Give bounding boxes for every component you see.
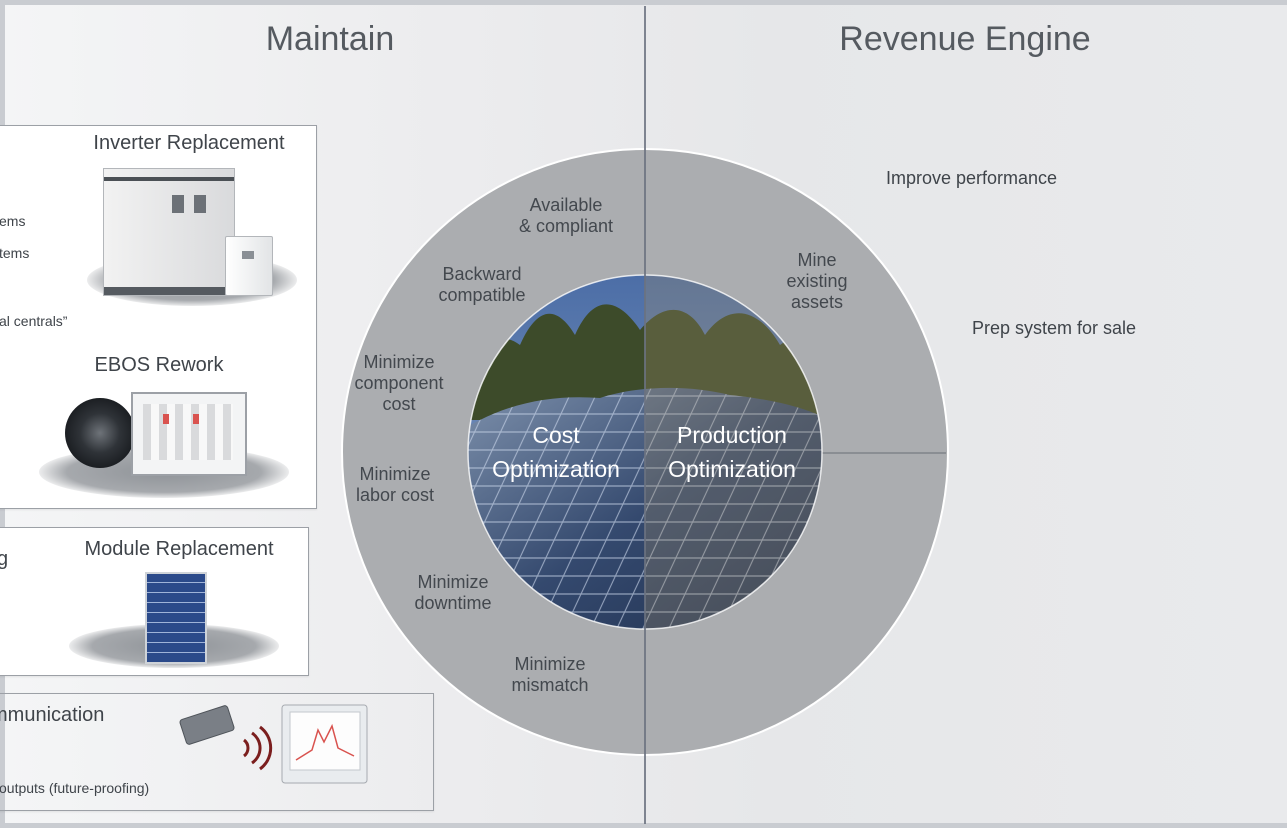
label-minimize-downtime: Minimize downtime <box>414 572 492 613</box>
core-cost-optimization: Cost Optimization <box>492 422 620 482</box>
core-production-optimization: Production Optimization <box>668 422 796 482</box>
label-available-compliant: Available & compliant <box>518 195 614 236</box>
floor-shadow-communication <box>215 754 419 798</box>
combiner-box-icon <box>131 392 247 476</box>
card-title-module-replacement: Module Replacement <box>84 538 274 560</box>
label-improve-performance: Improve performance <box>886 168 1058 188</box>
communication-note: outputs (future-proofing) <box>0 780 150 796</box>
label-minimize-labor-cost: Minimize labor cost <box>355 464 435 505</box>
heading-revenue-engine: Revenue Engine <box>839 20 1091 58</box>
module-card-fragment: g <box>0 548 9 570</box>
card-communication: mmunication outputs (future-proofing) <box>0 693 434 811</box>
card-module-replacement: Module Replacement g <box>0 527 309 676</box>
monitor-icon <box>281 704 368 784</box>
label-minimize-component-cost: Minimize component cost <box>354 352 444 414</box>
card-title-communication: mmunication <box>0 704 105 726</box>
card-title-inverter-replacement: Inverter Replacement <box>93 132 285 154</box>
label-prep-system-for-sale: Prep system for sale <box>972 318 1137 338</box>
inverter-note-1: ems <box>0 213 26 229</box>
label-minimize-mismatch: Minimize mismatch <box>511 654 589 695</box>
heading-maintain: Maintain <box>265 20 395 58</box>
signal-waves-icon <box>242 725 273 771</box>
card-inverter-ebos: Inverter Replacement ems tems al central… <box>0 125 317 509</box>
inverter-note-2: tems <box>0 245 30 261</box>
central-inverter-icon <box>103 168 235 296</box>
label-mine-existing-assets: Mine existing assets <box>786 250 848 312</box>
transmitter-icon <box>179 705 235 745</box>
frame-bottom <box>0 823 1287 828</box>
card-title-ebos-rework: EBOS Rework <box>94 354 224 376</box>
center-divider <box>644 6 646 824</box>
frame-top <box>0 0 1287 5</box>
cable-reel-icon <box>65 398 135 468</box>
string-inverter-icon <box>225 236 273 296</box>
label-backward-compatible: Backward compatible <box>438 264 526 305</box>
solar-module-icon <box>145 572 207 664</box>
inverter-note-3: al centrals” <box>0 313 68 329</box>
